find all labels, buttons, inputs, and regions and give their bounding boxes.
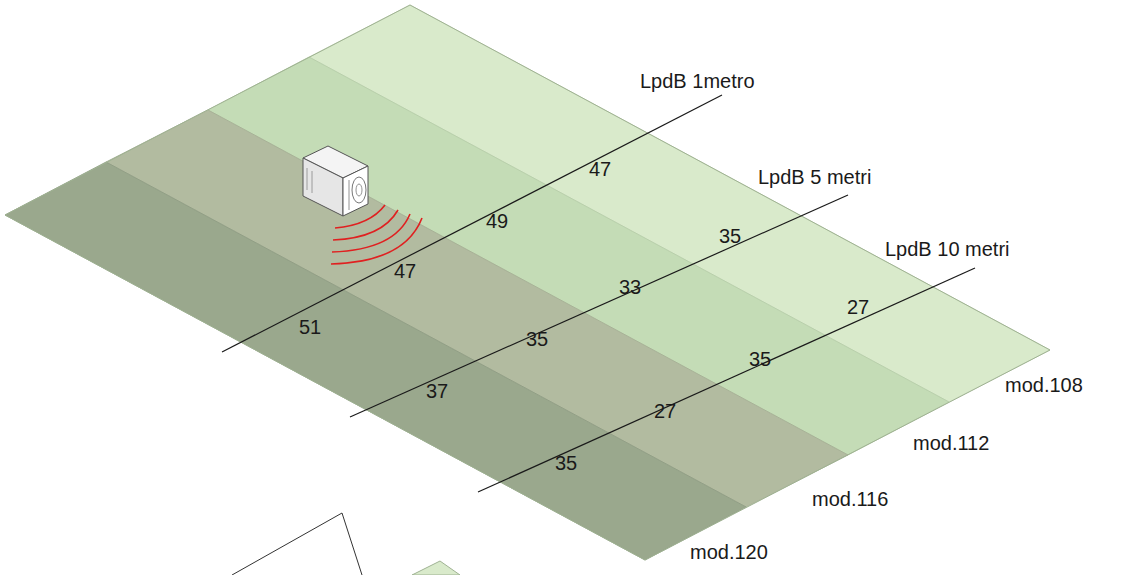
level-value: 35	[749, 348, 771, 370]
ground-bands	[5, 5, 1050, 560]
level-value: 27	[847, 296, 869, 318]
unit-front	[343, 166, 368, 216]
level-value: 35	[719, 225, 741, 247]
measurement-lines	[222, 95, 975, 492]
level-value: 51	[299, 316, 321, 338]
model-label: mod.120	[690, 541, 768, 563]
level-value: 47	[394, 260, 416, 282]
level-value: 35	[526, 328, 548, 350]
level-value: 47	[589, 158, 611, 180]
distance-line-5m	[350, 195, 848, 417]
level-value: 37	[426, 380, 448, 402]
level-value: 49	[486, 210, 508, 232]
level-value: 27	[654, 400, 676, 422]
band-mod-120	[5, 162, 746, 560]
distance-heading: LpdB 1metro	[640, 70, 755, 92]
heat-pump-unit	[303, 146, 368, 216]
level-value: 35	[555, 452, 577, 474]
ground-outline	[5, 5, 1050, 560]
model-label: mod.112	[913, 432, 989, 454]
model-label: mod.108	[1005, 374, 1083, 396]
fan-grille	[352, 177, 366, 203]
sound-waves	[331, 205, 422, 264]
level-value: 33	[619, 276, 641, 298]
unit-side	[303, 158, 343, 216]
distance-heading: LpdB 5 metri	[758, 166, 871, 188]
distance-line-10m	[478, 268, 975, 492]
distance-heading: LpdB 10 metri	[885, 238, 1010, 260]
model-label: mod.116	[812, 488, 888, 510]
second-ground-fragment	[232, 513, 460, 575]
distance-line-1m	[222, 95, 722, 352]
